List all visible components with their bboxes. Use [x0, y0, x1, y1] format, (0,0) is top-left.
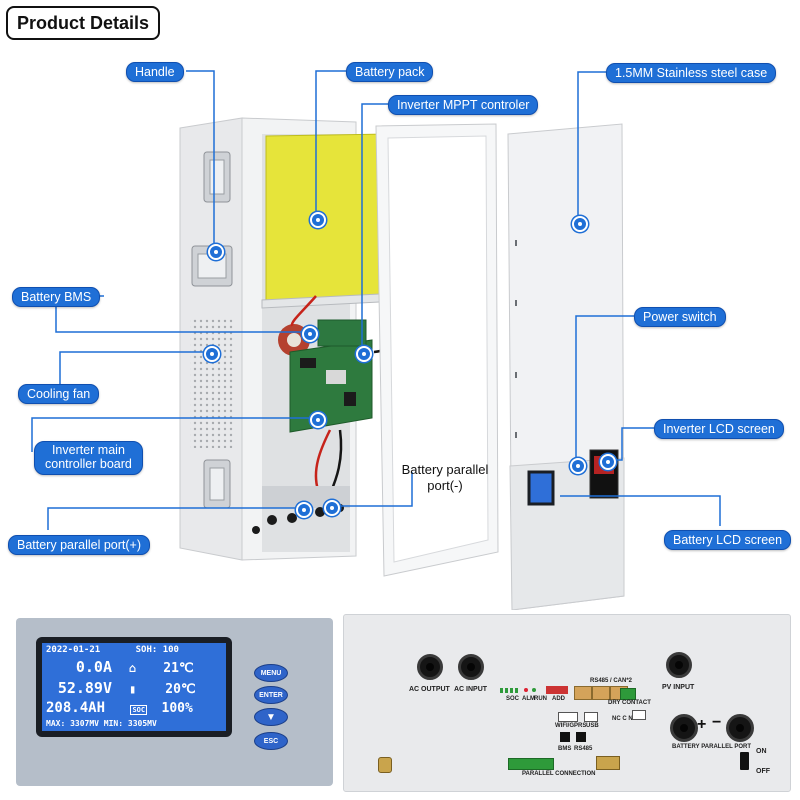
lcd-capacity: 208.4AH — [46, 700, 106, 716]
minus-sign: − — [712, 714, 722, 731]
callout-stainless-case: 1.5MM Stainless steel case — [606, 63, 777, 83]
lcd-soc-label: SOC — [130, 705, 148, 715]
ac-input-jack[interactable] — [458, 654, 484, 680]
lcd-voltage-row: 52.89V ▮ 20℃ — [46, 679, 196, 697]
off-label: OFF — [756, 768, 770, 775]
bms-port[interactable] — [560, 732, 570, 742]
callout-battery-pack: Battery pack — [346, 62, 434, 82]
rj45-port-1[interactable] — [574, 686, 592, 700]
lcd-voltage: 52.89V — [57, 679, 112, 697]
lcd-capacity-row: 208.4AH SOC 100% — [46, 700, 193, 716]
on-label: ON — [756, 748, 767, 755]
label-battery-parallel-neg-line1: Battery parallel — [401, 462, 489, 477]
marker-power-switch — [570, 458, 586, 474]
marker-battery-bms — [302, 326, 318, 342]
page-title: Product Details — [6, 6, 160, 40]
battery-parallel-neg-jack[interactable] — [726, 714, 754, 742]
lcd-battery-icon: ▮ — [129, 682, 137, 696]
lcd-temp1: 21℃ — [163, 661, 194, 676]
lcd-minmax: MAX: 3307MV MIN: 3305MV — [46, 719, 157, 728]
marker-inverter-mppt — [356, 346, 372, 362]
wifi-gprs-label: WIFI/GPRS — [555, 723, 587, 729]
rj45-port-2[interactable] — [592, 686, 610, 700]
marker-battery-parallel-neg — [324, 500, 340, 516]
battery-lcd-display: 2022-01-21 SOH: 100 0.0A ⌂ 21℃ 52.89V ▮ … — [42, 643, 226, 731]
menu-button[interactable]: MENU — [254, 664, 288, 682]
marker-inverter-lcd — [600, 454, 616, 470]
bms-label: BMS — [558, 746, 572, 752]
wifi-gprs-port[interactable] — [558, 712, 578, 722]
marker-main-board — [310, 412, 326, 428]
alm-label: ALM — [522, 696, 535, 702]
lcd-soc-value: 100% — [161, 701, 193, 716]
lcd-date: 2022-01-21 — [46, 645, 101, 655]
ground-screw — [378, 757, 392, 773]
product-illustration — [179, 117, 625, 610]
callout-battery-bms: Battery BMS — [12, 287, 101, 307]
parallel-terminal-block[interactable] — [508, 758, 554, 770]
ac-output-label: AC OUTPUT — [409, 686, 450, 693]
callout-battery-parallel-pos: Battery parallel port(+) — [8, 535, 151, 555]
lcd-date-row: 2022-01-21 SOH: 100 — [46, 645, 179, 655]
callout-inverter-lcd: Inverter LCD screen — [654, 419, 784, 439]
add-label: ADD — [552, 696, 565, 702]
callout-handle: Handle — [126, 62, 184, 82]
enter-button[interactable]: ENTER — [254, 686, 288, 704]
dry-contact-terminal[interactable] — [620, 688, 636, 700]
lcd-soh: SOH: 100 — [135, 645, 179, 655]
marker-battery-parallel-pos — [296, 502, 312, 518]
lcd-temp2: 20℃ — [165, 682, 196, 697]
esc-button[interactable]: ESC — [254, 732, 288, 750]
port-panel — [343, 614, 791, 792]
callout-main-board-line2: controller board — [45, 457, 132, 471]
run-led — [532, 688, 536, 692]
rs485-port[interactable] — [576, 732, 586, 742]
battery-parallel-pos-jack[interactable] — [670, 714, 698, 742]
pv-input-label: PV INPUT — [662, 684, 695, 691]
dry-contact-label: DRY CONTACT — [608, 700, 651, 706]
power-toggle-switch[interactable] — [740, 752, 749, 770]
pv-input-jack[interactable] — [666, 652, 692, 678]
label-battery-parallel-neg-line2: port(-) — [427, 478, 463, 493]
callout-main-board: Inverter main controller board — [34, 441, 143, 475]
soc-label: SOC — [506, 696, 520, 702]
battery-parallel-port-label: BATTERY PARALLEL PORT — [672, 744, 752, 750]
rs485-can-label: RS485 / CAN*2 — [590, 678, 633, 684]
lcd-current: 0.0A — [75, 658, 112, 676]
nc-c-no-label: NC C NO — [612, 716, 638, 722]
ac-input-label: AC INPUT — [454, 686, 488, 693]
callout-inverter-mppt: Inverter MPPT controler — [388, 95, 539, 115]
callout-power-switch: Power switch — [634, 307, 726, 327]
callout-cooling-fan: Cooling fan — [18, 384, 100, 404]
parallel-connection-label: PARALLEL CONNECTION — [522, 771, 596, 777]
ac-output-jack[interactable] — [417, 654, 443, 680]
lcd-current-row: 0.0A ⌂ 21℃ — [46, 658, 194, 676]
usb-label: USB — [586, 723, 599, 729]
rs485-label: RS485 — [574, 746, 593, 752]
callout-battery-lcd: Battery LCD screen — [664, 530, 792, 550]
marker-cooling-fan — [204, 346, 220, 362]
add-dip-switch[interactable] — [546, 686, 568, 694]
parallel-db9-port[interactable] — [596, 756, 620, 770]
lcd-home-icon: ⌂ — [129, 661, 137, 675]
marker-handle — [208, 244, 224, 260]
marker-stainless-case — [572, 216, 588, 232]
marker-battery-pack — [310, 212, 326, 228]
label-battery-parallel-neg: Battery parallel port(-) — [394, 462, 496, 494]
down-arrow-button[interactable]: ▼ — [254, 708, 288, 726]
nc-c-no-switch[interactable] — [632, 710, 646, 720]
usb-port[interactable] — [584, 712, 598, 722]
plus-sign: + — [697, 716, 707, 733]
soc-leds — [500, 688, 520, 693]
callout-main-board-line1: Inverter main — [51, 443, 125, 457]
run-label: RUN — [534, 696, 547, 702]
alm-led — [524, 688, 528, 692]
